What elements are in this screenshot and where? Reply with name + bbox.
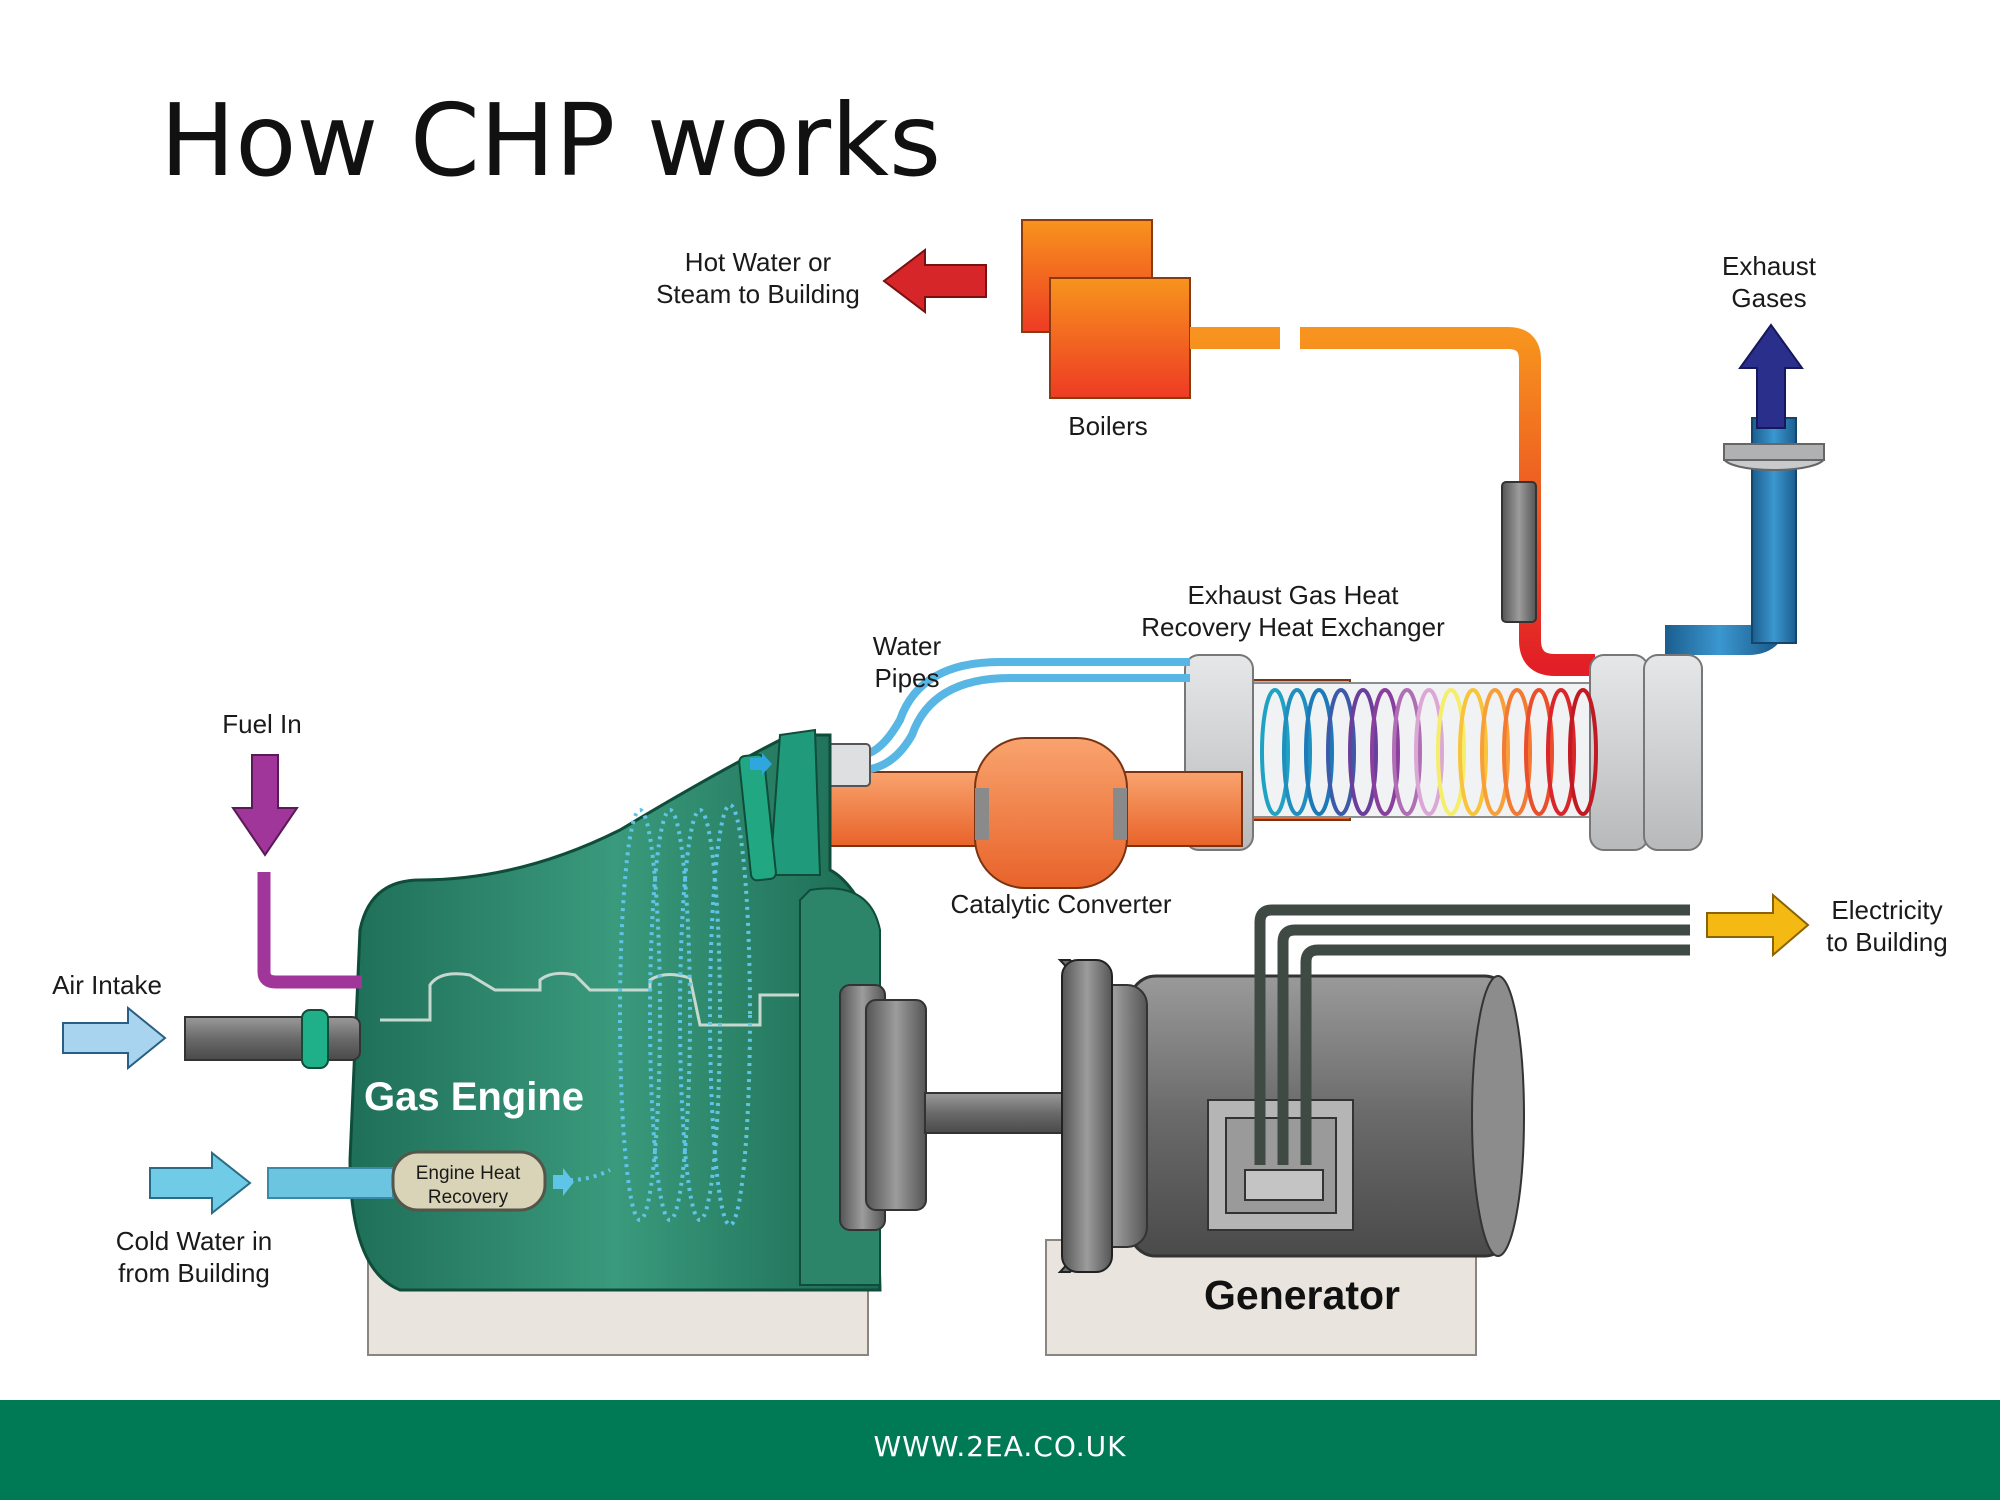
exhaust-stack	[1665, 417, 1825, 655]
electricity-arrow	[1706, 892, 1810, 958]
heat-exchanger	[1184, 654, 1703, 851]
engine-heat-recovery-label-line2: Recovery	[428, 1187, 509, 1208]
engine-cooling-coil	[569, 803, 752, 1227]
water-pipes	[859, 658, 1190, 774]
pipe-sleeve	[1501, 481, 1537, 623]
chp-diagram: Hot Water or Steam to Building Boilers E…	[52, 219, 1948, 1356]
electricity-wires	[1254, 904, 1690, 1165]
fuel-in-label: Fuel In	[222, 709, 302, 739]
boilers	[1021, 219, 1191, 399]
engine-heat-recovery	[267, 1150, 574, 1212]
water-pipes-label-line1: Water	[873, 631, 942, 661]
catalytic-converter-label: Catalytic Converter	[950, 889, 1171, 919]
page-title: How CHP works	[160, 82, 942, 199]
exhaust-gases-label-line2: Gases	[1731, 283, 1806, 313]
hot-water-label-line1: Hot Water or	[685, 247, 832, 277]
boilers-label: Boilers	[1068, 411, 1147, 441]
coolant-out-arrow	[750, 753, 772, 775]
electricity-label-line1: Electricity	[1831, 895, 1942, 925]
footer-bar: WWW.2EA.CO.UK	[0, 1400, 2000, 1500]
generator-base	[1045, 1239, 1477, 1356]
pipe-joint	[825, 743, 871, 787]
hot-water-label-line2: Steam to Building	[656, 279, 860, 309]
heat-exchanger-label-line2: Recovery Heat Exchanger	[1141, 612, 1445, 642]
cold-water-label-line2: from Building	[118, 1258, 270, 1288]
catalytic-converter	[974, 737, 1128, 889]
hot-water-arrow	[882, 247, 987, 315]
drive-shaft	[924, 1092, 1071, 1134]
cold-water-label-line1: Cold Water in	[116, 1226, 273, 1256]
fuel-pipe	[257, 872, 362, 989]
footer-url: WWW.2EA.CO.UK	[873, 1430, 1127, 1463]
fuel-arrow	[231, 754, 299, 857]
electricity-label-line2: to Building	[1826, 927, 1947, 957]
exhaust-gases-label-line1: Exhaust	[1722, 251, 1817, 281]
water-pipes-label-line2: Pipes	[874, 663, 939, 693]
air-intake-arrow	[62, 1005, 167, 1071]
engine-heat-recovery-label-line1: Engine Heat	[416, 1163, 521, 1184]
exhaust-arrow	[1738, 323, 1804, 429]
air-intake-label: Air Intake	[52, 970, 162, 1000]
generator	[1057, 959, 1525, 1273]
heat-exchanger-label-line1: Exhaust Gas Heat	[1188, 580, 1400, 610]
generator-label: Generator	[1204, 1272, 1400, 1318]
gas-engine-label: Gas Engine	[364, 1075, 584, 1119]
gas-engine	[184, 728, 927, 1292]
cold-water-arrow	[149, 1150, 252, 1216]
